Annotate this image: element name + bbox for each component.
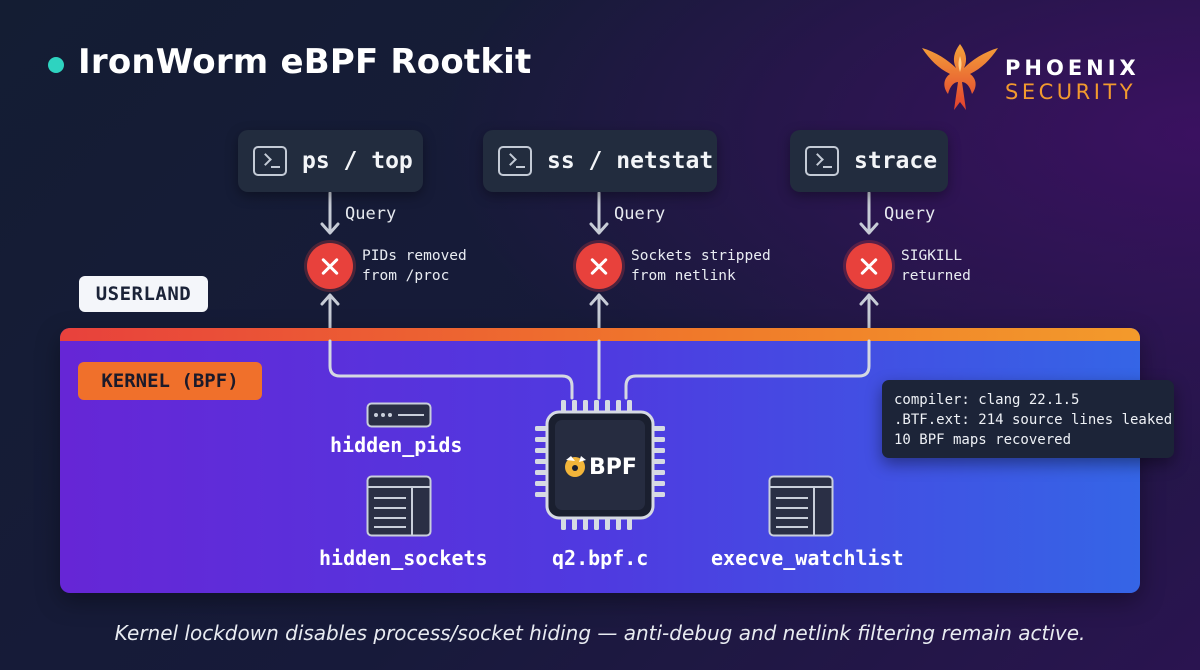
effect-text: PIDs removed from /proc <box>362 248 467 284</box>
bpf-program-label: q2.bpf.c <box>552 546 649 570</box>
tool-label: ps / top <box>302 148 413 174</box>
brand-name-line1: PHOENIX <box>1005 56 1140 80</box>
caption: Kernel lockdown disables process/socket … <box>114 621 1086 645</box>
info-line: 10 BPF maps recovered <box>894 432 1072 448</box>
hidden-pids-map-icon <box>366 402 432 428</box>
query-arrowhead-3 <box>859 222 879 235</box>
return-arrowhead-1 <box>320 293 340 306</box>
return-arrowhead-2 <box>589 293 609 306</box>
kernel-path-1 <box>328 339 574 400</box>
query-label: Query <box>345 204 397 224</box>
blocked-x-icon <box>307 243 353 289</box>
userland-badge: USERLAND <box>79 276 208 312</box>
tool-label: ss / netstat <box>547 148 714 174</box>
bpf-chip-icon <box>535 400 665 530</box>
query-arrowhead-2 <box>589 222 609 235</box>
phoenix-logo-icon <box>922 44 998 110</box>
brand-name-line2: SECURITY <box>1005 80 1137 104</box>
bpf-logo-text: BPF <box>589 455 637 480</box>
effect-text: SIGKILL returned <box>901 248 971 284</box>
tool-box-ss-netstat: ss / netstat <box>483 130 717 192</box>
execve-watchlist-label: execve_watchlist <box>711 546 904 570</box>
build-info-box: compiler: clang 22.1.5 .BTF.ext: 214 sou… <box>882 380 1174 458</box>
return-arrowhead-3 <box>859 293 879 306</box>
kernel-path-3 <box>624 339 871 400</box>
execve-watchlist-map-icon <box>768 475 834 537</box>
query-label: Query <box>614 204 666 224</box>
tool-box-strace: strace <box>790 130 948 192</box>
kernel-boundary-stripe <box>60 328 1140 341</box>
query-label: Query <box>884 204 936 224</box>
page-title: IronWorm eBPF Rootkit <box>78 42 532 82</box>
hidden-pids-label: hidden_pids <box>330 433 463 457</box>
terminal-icon <box>805 146 839 176</box>
hidden-sockets-map-icon <box>366 475 432 537</box>
info-line: compiler: clang 22.1.5 <box>894 392 1080 408</box>
query-arrowhead-1 <box>320 222 340 235</box>
effect-text: Sockets stripped from netlink <box>631 248 771 284</box>
kernel-badge: KERNEL (BPF) <box>78 362 262 400</box>
title-bullet <box>48 57 64 73</box>
tool-label: strace <box>854 148 938 174</box>
hidden-sockets-label: hidden_sockets <box>319 546 488 570</box>
info-line: .BTF.ext: 214 source lines leaked <box>894 412 1173 428</box>
terminal-icon <box>253 146 287 176</box>
blocked-x-icon <box>846 243 892 289</box>
tool-box-ps-top: ps / top <box>238 130 423 192</box>
blocked-x-icon <box>576 243 622 289</box>
terminal-icon <box>498 146 532 176</box>
